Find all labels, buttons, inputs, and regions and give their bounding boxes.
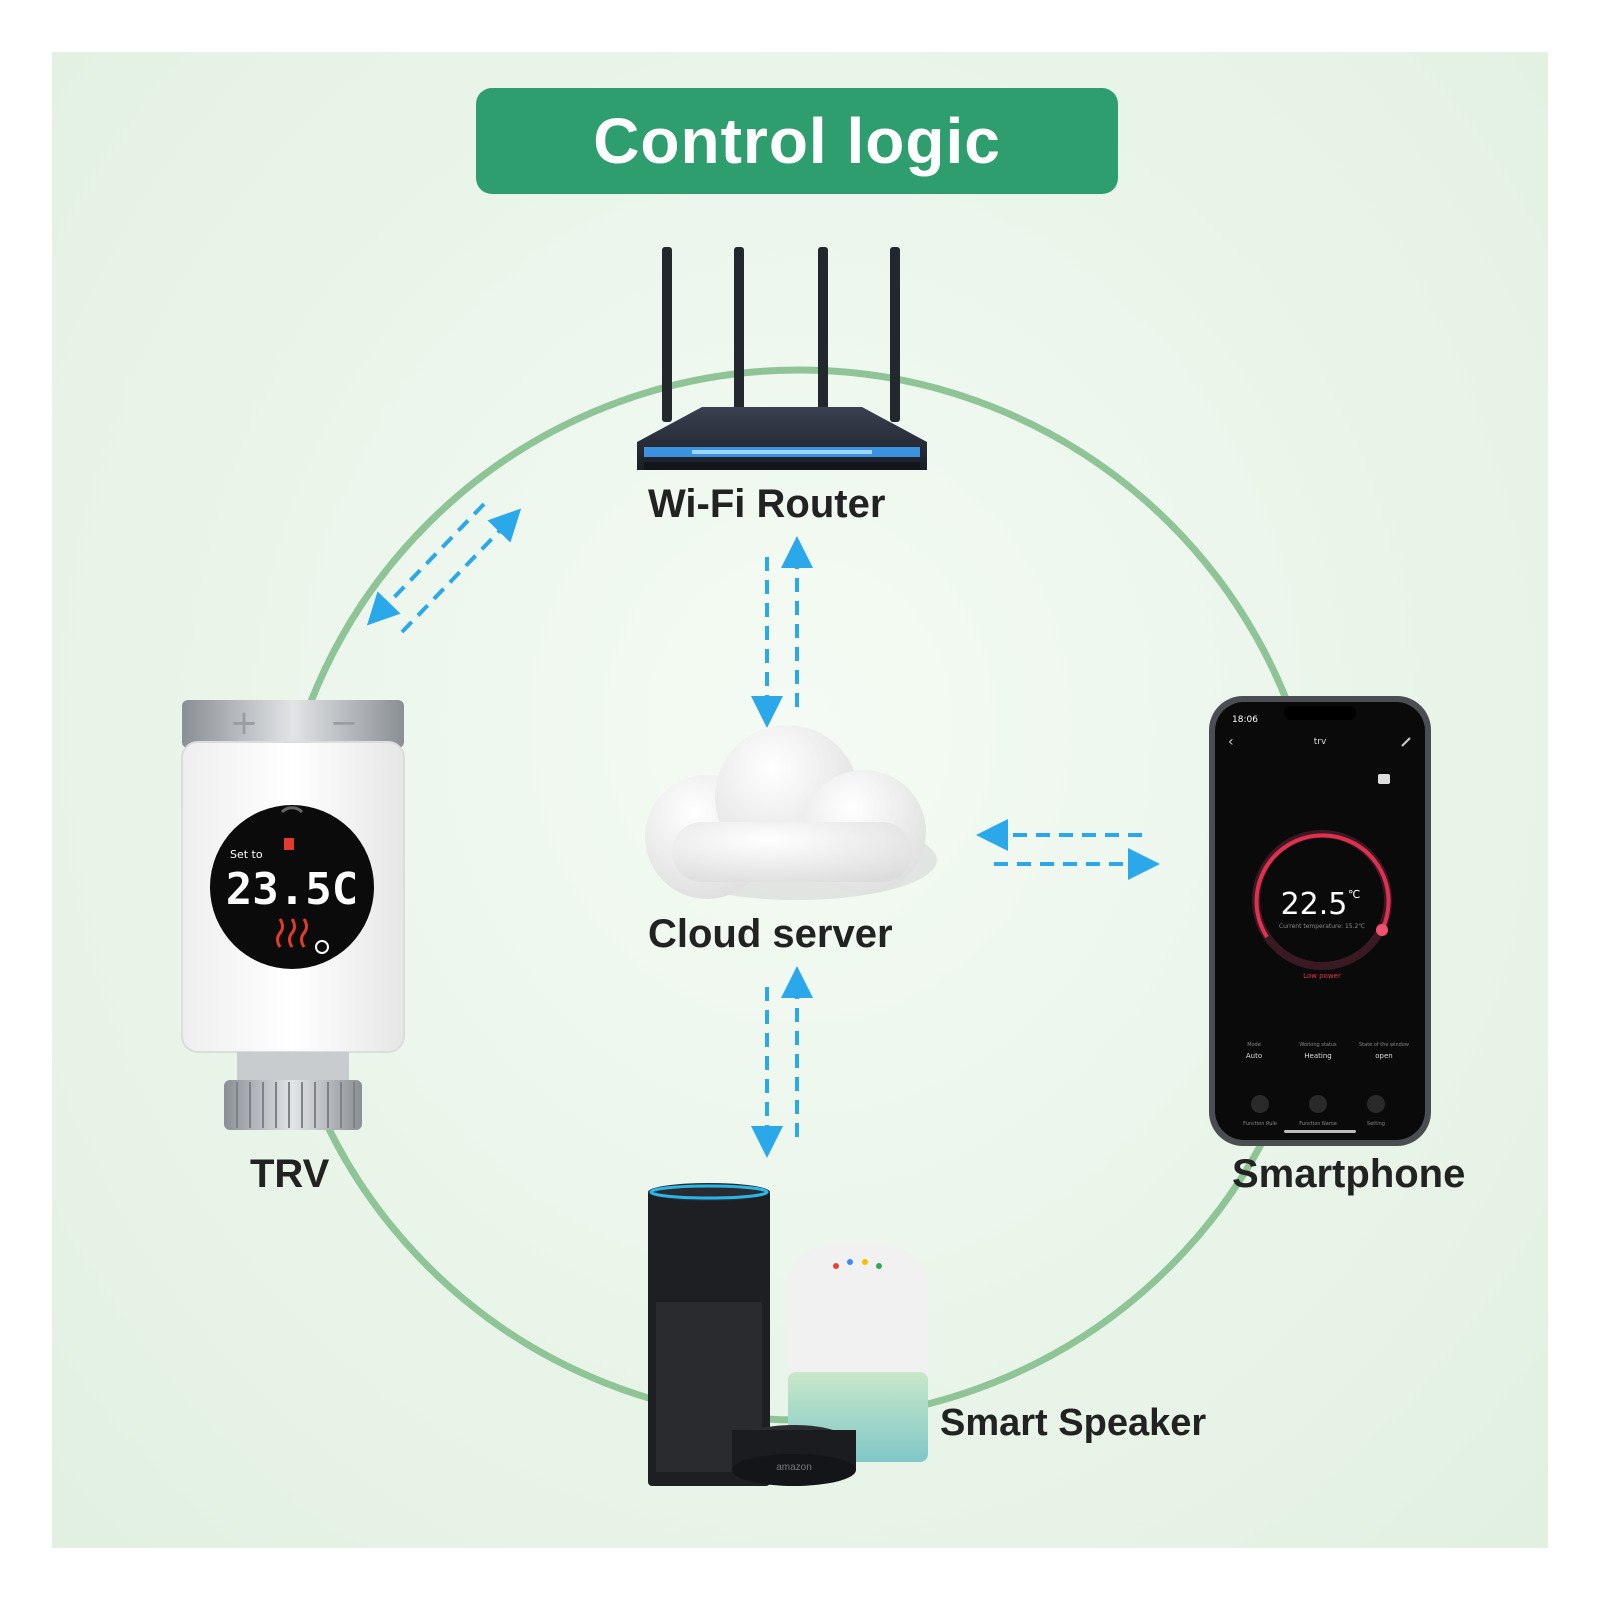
router-label: Wi-Fi Router: [648, 482, 886, 526]
speaker-brand: amazon: [776, 1462, 812, 1473]
title-banner: Control logic: [476, 88, 1118, 194]
phone-stat-label: Mode: [1247, 1042, 1261, 1048]
phone-temperature: 22.5: [1281, 887, 1348, 922]
arrows-cloud-phone: [976, 819, 1160, 880]
phone-stat-value: Heating: [1304, 1052, 1331, 1060]
arrows-router-cloud: [751, 536, 813, 728]
arrows-cloud-speaker: [751, 966, 813, 1158]
phone-stat-value: open: [1375, 1052, 1392, 1060]
arrow-trv-to-router: [400, 508, 522, 634]
arrows-router-trv: [366, 502, 522, 634]
phone-edit-icon: [1401, 737, 1411, 747]
phone-app-title: trv: [1314, 737, 1327, 747]
phone-nav-icon: [1367, 1095, 1385, 1113]
trv-clock-icon: [315, 940, 329, 954]
phone-back-icon: ‹: [1228, 734, 1234, 750]
phone-status-time: 18:06: [1232, 715, 1258, 725]
router-icon: [637, 247, 927, 470]
phone-nav-label: Function Rule: [1243, 1121, 1277, 1127]
diagram-title: Control logic: [593, 105, 1001, 177]
phone-current-temp: Current temperature: 15.2℃: [1279, 923, 1365, 930]
diagram-canvas: + − Set to 23.5C: [52, 52, 1548, 1548]
cloud-icon: [645, 725, 937, 900]
trv-plus-button: +: [230, 703, 259, 743]
trv-screen-caption: Set to: [230, 848, 263, 861]
phone-lock-icon: [1378, 774, 1390, 784]
smart-speaker-label: Smart Speaker: [940, 1402, 1207, 1444]
trv-screen-temperature: 23.5C: [226, 864, 358, 915]
phone-nav-icon: [1309, 1095, 1327, 1113]
phone-power-status: Low power: [1303, 972, 1341, 980]
phone-nav-label: Function Name: [1299, 1121, 1337, 1127]
phone-dial-handle: [1376, 924, 1388, 936]
phone-temp-unit: ℃: [1348, 888, 1360, 901]
cloud-label: Cloud server: [648, 912, 893, 956]
phone-stat-label: Working status: [1299, 1042, 1337, 1048]
phone-stat-label: State of the window: [1359, 1042, 1409, 1048]
phone-nav-icon: [1251, 1095, 1269, 1113]
trv-label: TRV: [250, 1152, 330, 1196]
arrow-router-to-trv: [366, 502, 486, 626]
phone-stat-value: Auto: [1246, 1052, 1262, 1060]
heating-flame-icon: [276, 918, 308, 948]
trv-device-icon: + − Set to 23.5C: [181, 700, 405, 1130]
smartphone-icon: 18:06 ‹ trv 22.5 ℃ Current temperature: …: [1209, 696, 1431, 1146]
smart-speaker-icon: amazon: [648, 1183, 928, 1486]
diagram-graphics: + − Set to 23.5C: [181, 247, 1431, 1486]
trv-minus-button: −: [330, 703, 359, 743]
phone-nav-label: Setting: [1367, 1121, 1385, 1127]
smartphone-label: Smartphone: [1232, 1152, 1466, 1196]
